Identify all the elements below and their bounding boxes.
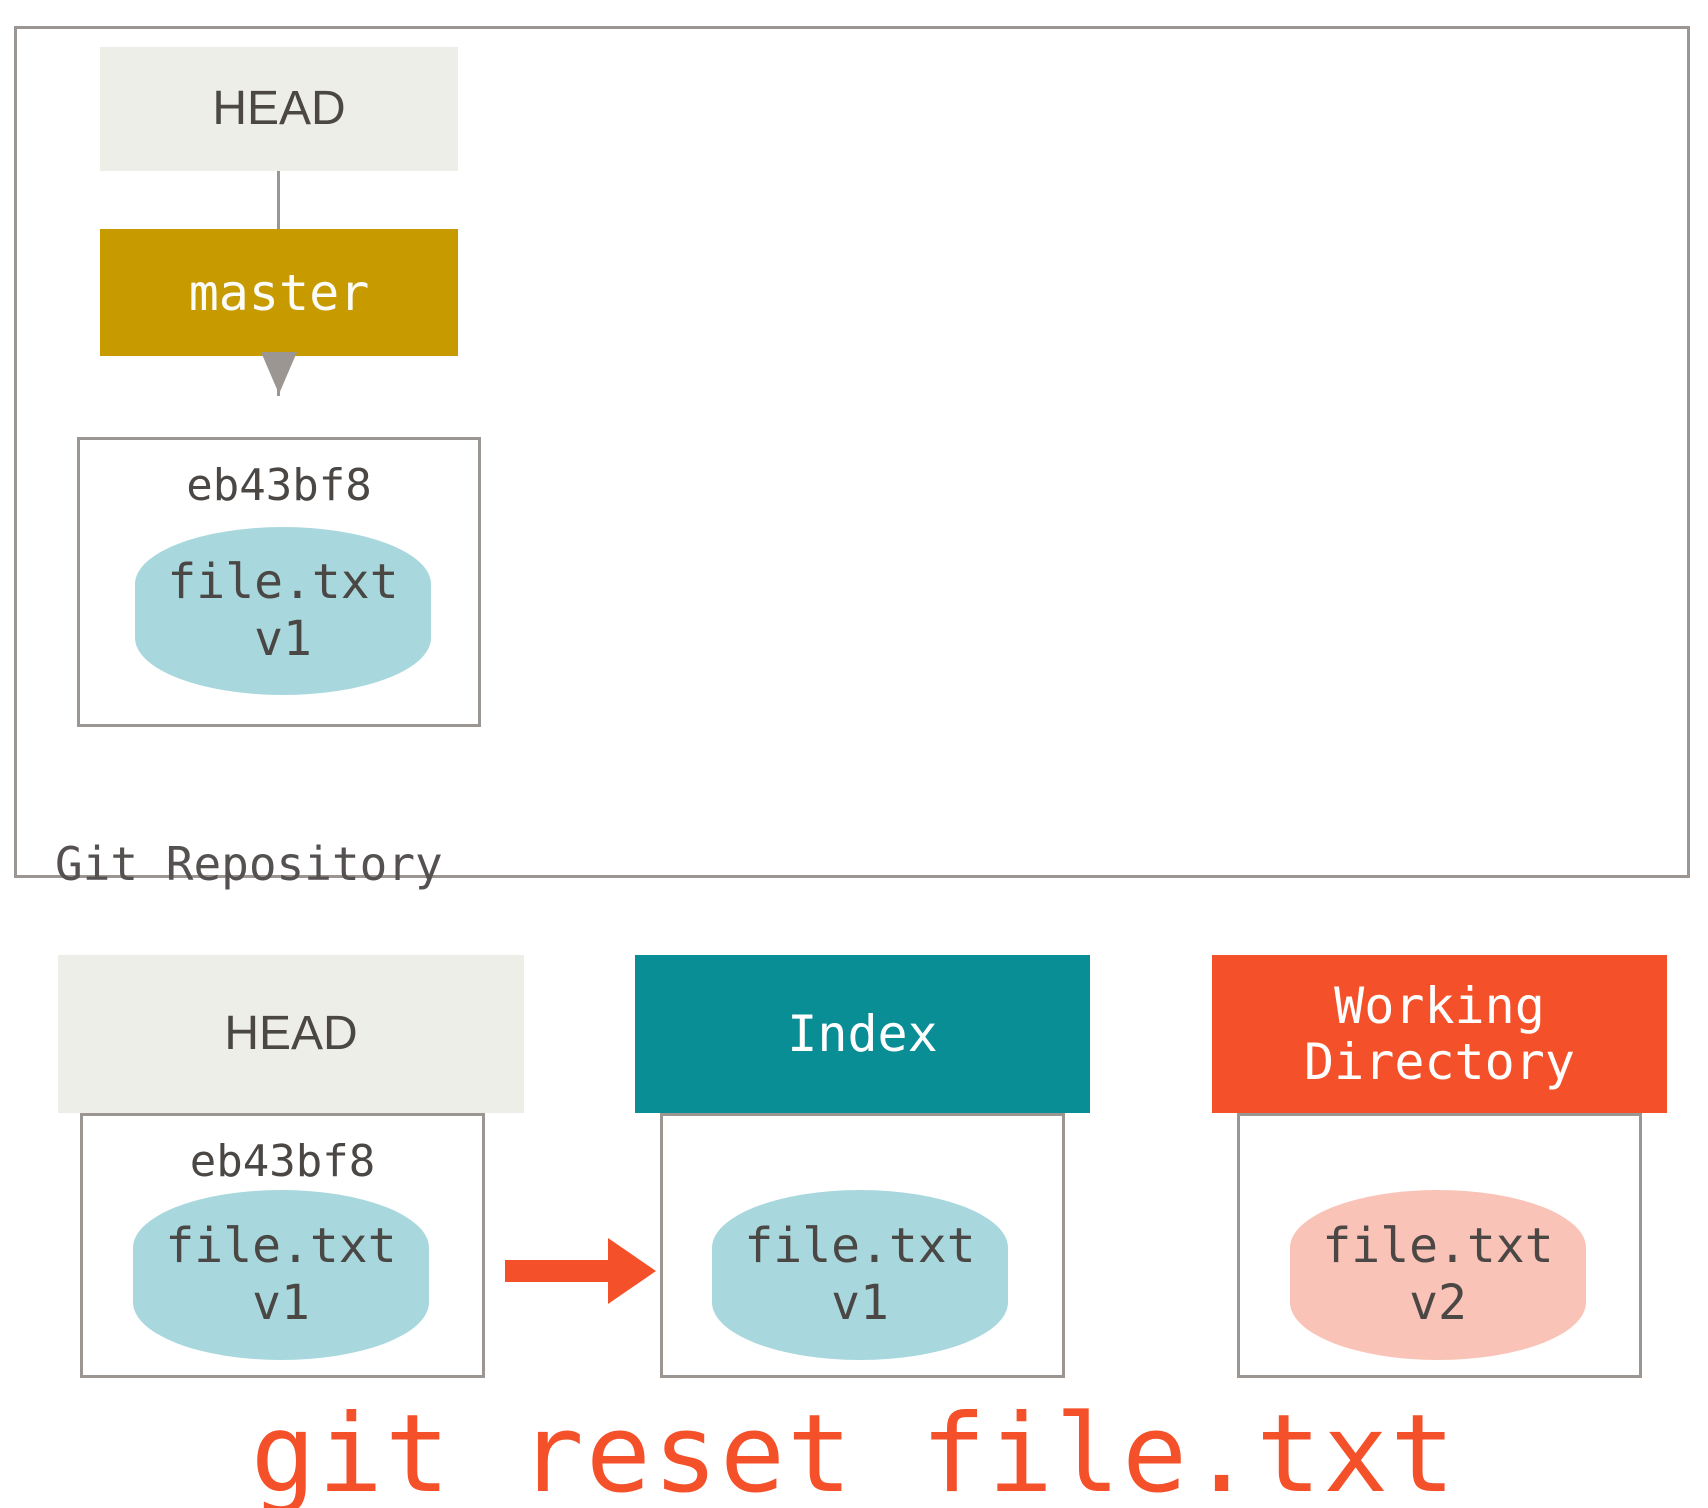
area-head-sha: eb43bf8 (189, 1136, 376, 1187)
area-head-blob-name: file.txt (165, 1218, 397, 1275)
repo-master-chip: master (100, 229, 458, 356)
repo-commit-blob: file.txt v1 (135, 527, 431, 695)
connector-head-to-master (277, 171, 280, 233)
reset-arrow-shaft (505, 1260, 610, 1282)
git-repository-label: Git Repository (55, 837, 443, 891)
area-index-blob-version: v1 (831, 1275, 889, 1331)
area-working-directory-blob: file.txt v2 (1290, 1190, 1586, 1360)
repo-head-chip: HEAD (100, 47, 458, 171)
area-working-directory-chip-line1: Working (1334, 977, 1545, 1035)
repo-commit-blob-version: v1 (254, 611, 312, 667)
arrow-down-icon (261, 352, 297, 394)
area-index-blob: file.txt v1 (712, 1190, 1008, 1360)
area-working-directory-chip-line2: Directory (1304, 1033, 1575, 1091)
area-working-directory-blob-name: file.txt (1322, 1218, 1554, 1275)
repo-commit-sha: eb43bf8 (186, 460, 372, 511)
area-head-chip: HEAD (58, 955, 524, 1113)
command-caption: git reset file.txt (250, 1392, 1458, 1508)
area-head-blob-version: v1 (252, 1275, 310, 1331)
repo-commit-blob-name: file.txt (167, 554, 399, 611)
area-index-blob-name: file.txt (744, 1218, 976, 1275)
reset-arrow-head-icon (608, 1238, 656, 1304)
area-head-blob: file.txt v1 (133, 1190, 429, 1360)
area-working-directory-chip: Working Directory (1212, 955, 1667, 1113)
area-working-directory-blob-version: v2 (1409, 1275, 1467, 1331)
area-index-chip: Index (635, 955, 1090, 1113)
